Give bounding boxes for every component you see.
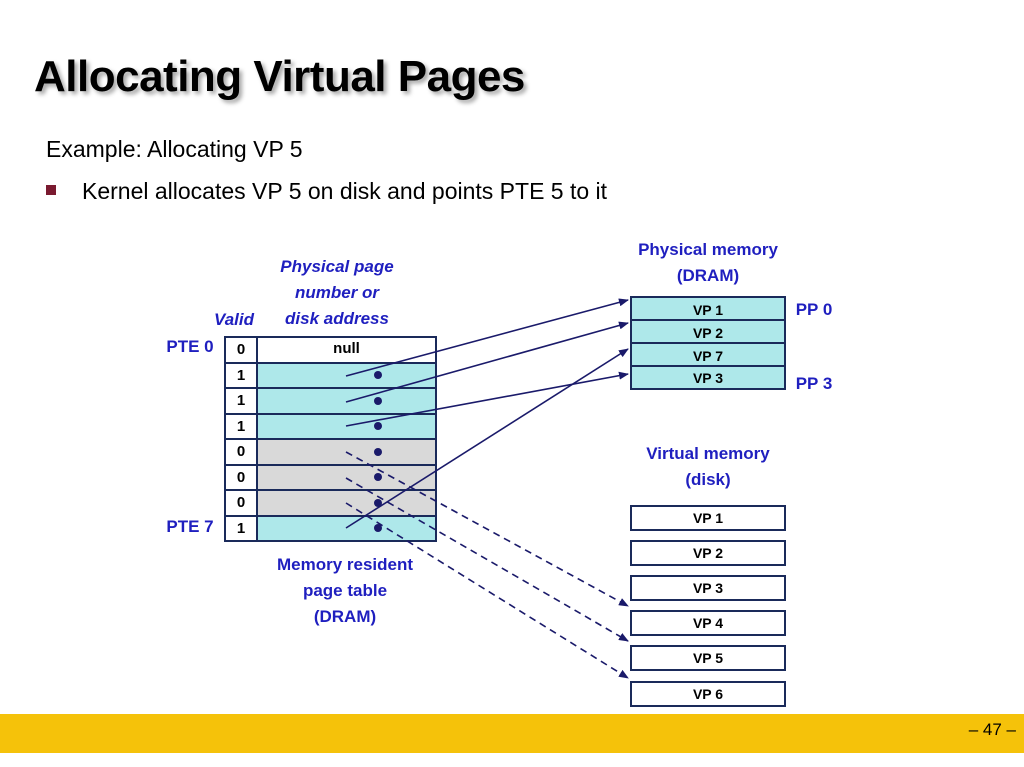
disk-mapping-arrow [345,451,629,607]
disk-page: VP 1 [630,505,786,531]
bullet-square-icon [46,185,56,195]
physical-memory-line2: (DRAM) [676,266,740,285]
slide-subtitle: Example: Allocating VP 5 [46,136,303,162]
pointer-dot [374,396,382,405]
physical-memory-label: Physical memory (DRAM) [608,237,808,289]
slide-title: Allocating Virtual Pages [34,52,525,101]
pointer-dot [374,447,382,456]
memory-mapping-arrow [345,298,629,377]
valid-header: Valid [214,310,254,329]
disk-mapping-arrow [345,477,629,642]
caption-line1: Memory resident [276,555,414,574]
footer-bar [0,714,1024,753]
pointer-dot [374,524,382,533]
disk-page: VP 6 [630,681,786,707]
bullet-text: Kernel allocates VP 5 on disk and points… [82,178,608,204]
page-table-caption: Memory resident page table (DRAM) [245,552,445,630]
ppn-header-line2: number or [294,283,380,302]
ppn-header: Physical page number or disk address [262,254,412,332]
caption-line2: page table [302,581,388,600]
physical-memory-line1: Physical memory [638,240,778,259]
pp3-label: PP 3 [795,374,833,393]
pte7-label: PTE 7 [166,517,214,536]
disk-page: VP 4 [630,610,786,636]
ppn-header-line1: Physical page [280,257,394,276]
disk-page: VP 3 [630,575,786,601]
pointer-dot [374,371,382,380]
disk-page: VP 5 [630,645,786,671]
pte0-label: PTE 0 [166,337,214,356]
disk-page: VP 2 [630,540,786,566]
page-number: – 47 – [968,720,1016,739]
pointer-dot [374,422,382,431]
pte-address [256,463,437,491]
pte-valid-bit: 1 [224,514,258,542]
pte-valid-bit: 0 [224,489,258,517]
disk-mapping-arrow [345,502,629,679]
virtual-memory-line2: (disk) [685,470,731,489]
memory-mapping-arrow [345,371,629,427]
ppn-header-line3: disk address [285,309,389,328]
pte-row: 0 [224,463,437,491]
virtual-memory-line1: Virtual memory [646,444,770,463]
pointer-dot [374,473,382,482]
caption-line3: (DRAM) [313,607,377,626]
pp0-label: PP 0 [795,300,833,319]
virtual-memory-label: Virtual memory (disk) [608,441,808,493]
pointer-dot [374,498,382,507]
memory-mapping-arrow [345,321,629,403]
physical-page: VP 3 [630,365,786,390]
memory-mapping-arrow [345,348,629,529]
